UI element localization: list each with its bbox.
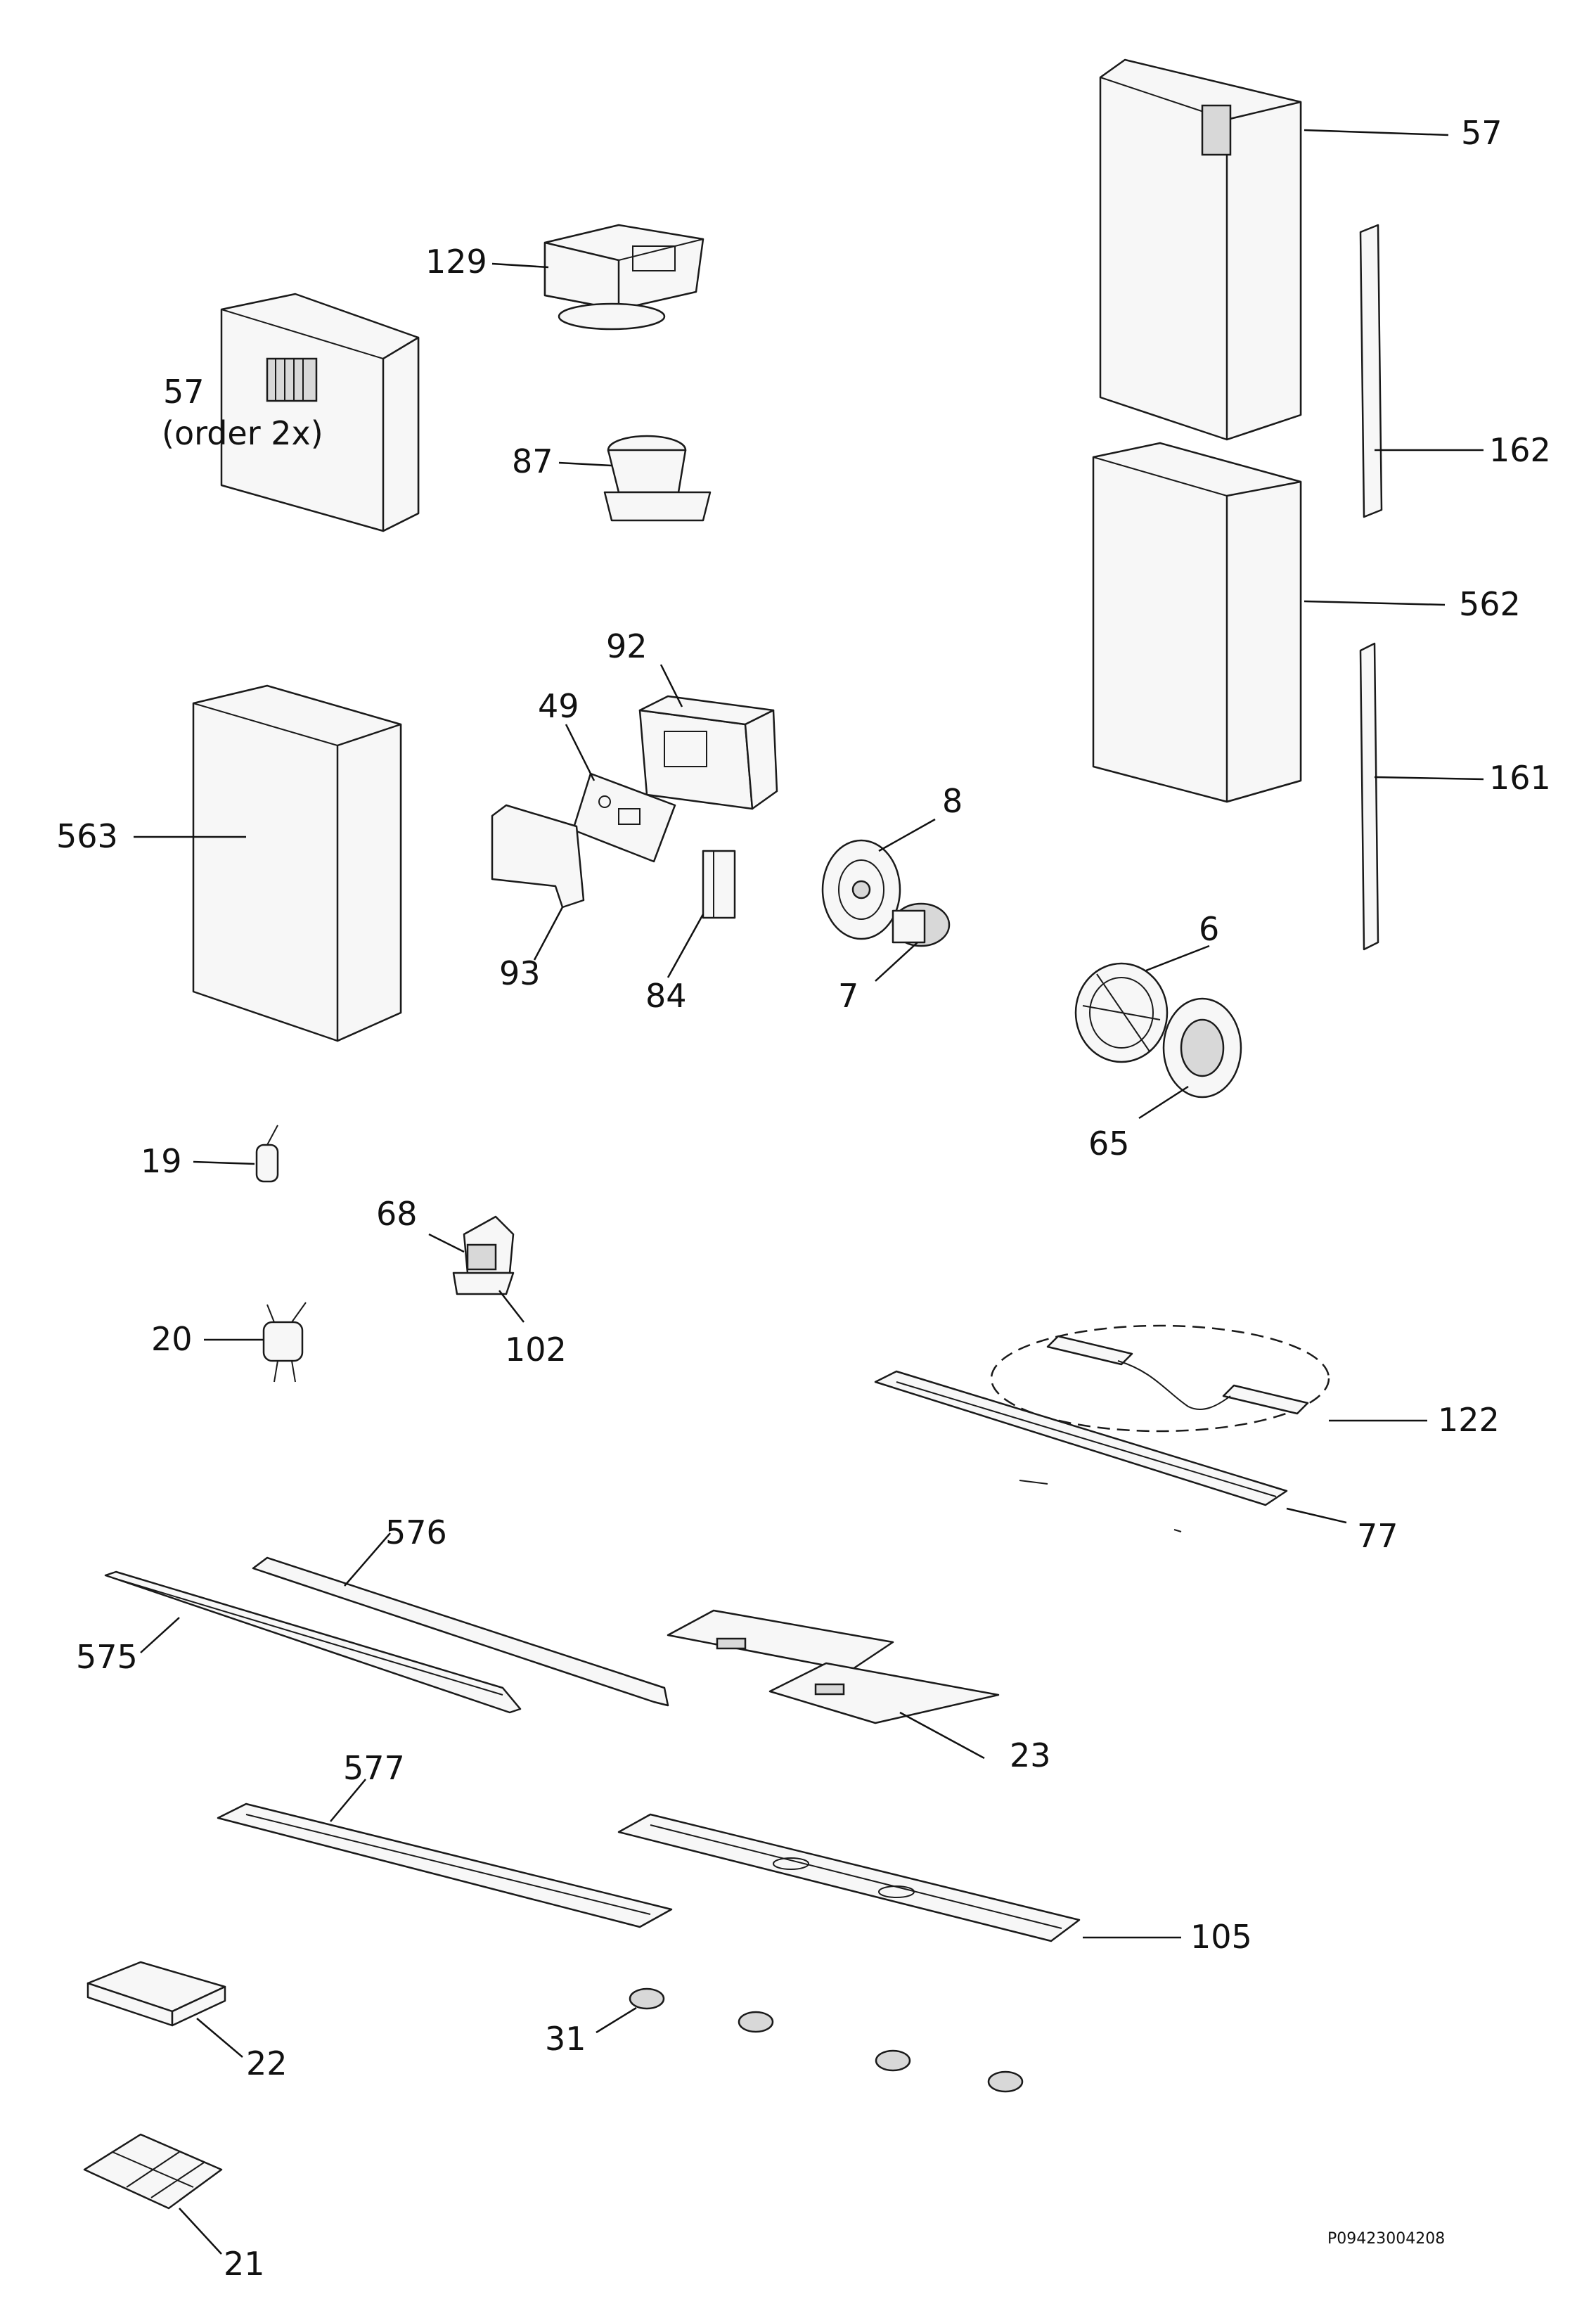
leader-6	[1145, 944, 1210, 972]
part-20-capacitor[interactable]	[262, 1302, 307, 1383]
part-7-motor[interactable]	[892, 902, 951, 947]
part-102-bracket[interactable]	[452, 1272, 515, 1295]
part-49-pcb[interactable]	[572, 772, 676, 863]
callout-92: 92	[606, 627, 648, 665]
callout-161: 161	[1489, 759, 1551, 797]
callout-87: 87	[512, 442, 553, 480]
part-92-control-box[interactable]	[638, 695, 778, 810]
callout-575: 575	[76, 1638, 138, 1676]
leader-77	[1286, 1507, 1347, 1524]
callout-49: 49	[538, 687, 579, 725]
leader-92	[659, 664, 683, 707]
callout-77: 77	[1357, 1517, 1398, 1555]
part-162-strip[interactable]	[1359, 224, 1383, 518]
callout-84: 84	[645, 977, 687, 1015]
part-576-trim[interactable]	[252, 1556, 669, 1707]
part-105-front-frame[interactable]	[617, 1813, 1081, 1942]
callout-21: 21	[224, 2245, 265, 2283]
callout-577: 577	[343, 1749, 405, 1787]
callout-562: 562	[1459, 585, 1521, 623]
part-122-led-lamps[interactable]	[990, 1324, 1330, 1433]
part-57-chimney-upper-right[interactable]	[1099, 58, 1302, 441]
callout-93: 93	[499, 954, 541, 992]
callout-129: 129	[425, 243, 487, 281]
part-562-chimney-middle[interactable]	[1092, 442, 1302, 803]
part-22-carbon-filter[interactable]	[86, 1961, 226, 2027]
part-19-capacitor[interactable]	[255, 1125, 279, 1183]
leader-19	[193, 1160, 255, 1165]
leader-577	[330, 1779, 366, 1822]
callout-23: 23	[1010, 1736, 1051, 1774]
callout-7: 7	[838, 977, 858, 1015]
part-8-motor-flange[interactable]	[821, 839, 901, 940]
vent-grille	[266, 357, 318, 402]
leader-84	[667, 914, 704, 978]
part-84-component[interactable]	[702, 850, 736, 919]
part-23-grease-filters[interactable]	[667, 1609, 1000, 1724]
part-21-filter-holder[interactable]	[83, 2133, 223, 2210]
leader-8	[878, 818, 936, 852]
callout-162: 162	[1489, 431, 1551, 469]
callout-57-left: 57	[163, 373, 205, 411]
part-31-knobs[interactable]	[629, 1987, 1024, 2093]
callout-22: 22	[246, 2044, 288, 2082]
callout-102: 102	[505, 1331, 567, 1369]
callout-31: 31	[545, 2020, 586, 2058]
leader-65	[1138, 1085, 1189, 1120]
part-563-chimney-lower[interactable]	[192, 684, 402, 1042]
callout-105: 105	[1190, 1918, 1252, 1956]
leader-49	[565, 724, 596, 781]
part-93-plate[interactable]	[491, 804, 585, 909]
leader-31	[596, 2006, 637, 2034]
callout-65: 65	[1088, 1125, 1130, 1163]
leader-93	[533, 907, 564, 961]
part-575-trim[interactable]	[104, 1570, 522, 1714]
callout-68: 68	[376, 1195, 418, 1233]
part-577-lower-frame[interactable]	[217, 1802, 673, 1928]
leader-102	[498, 1290, 525, 1323]
part-77-lamp-bar[interactable]	[874, 1370, 1288, 1532]
leader-562	[1304, 600, 1446, 606]
part-129-duct-adapter[interactable]	[543, 224, 704, 331]
leader-87	[558, 461, 612, 467]
part-87-collar[interactable]	[603, 435, 712, 522]
part-68-transformer[interactable]	[463, 1215, 515, 1274]
leader-68	[428, 1233, 465, 1253]
leader-7	[875, 942, 918, 982]
leader-22	[196, 2018, 243, 2058]
leader-129	[491, 262, 549, 269]
leader-575	[140, 1617, 180, 1653]
part-65-motor-cover[interactable]	[1162, 997, 1242, 1099]
callout-563: 563	[56, 817, 118, 855]
callout-20: 20	[151, 1320, 193, 1358]
part-57-chimney-upper-left[interactable]	[220, 293, 420, 532]
callout-57-note: (order 2x)	[162, 414, 323, 452]
callout-576: 576	[385, 1513, 447, 1551]
callout-6: 6	[1199, 910, 1219, 948]
part-6-impeller[interactable]	[1074, 962, 1169, 1063]
leader-23	[899, 1711, 985, 1760]
callout-19: 19	[141, 1142, 182, 1180]
leader-576	[344, 1532, 391, 1587]
drawing-code: P09423004208	[1327, 2230, 1445, 2248]
callout-57-right: 57	[1461, 114, 1502, 152]
leader-21	[179, 2208, 222, 2255]
part-161-strip[interactable]	[1359, 642, 1379, 951]
callout-122: 122	[1438, 1401, 1500, 1439]
callout-8: 8	[942, 782, 963, 820]
leader-161	[1374, 776, 1484, 781]
leader-57-right	[1304, 129, 1449, 136]
